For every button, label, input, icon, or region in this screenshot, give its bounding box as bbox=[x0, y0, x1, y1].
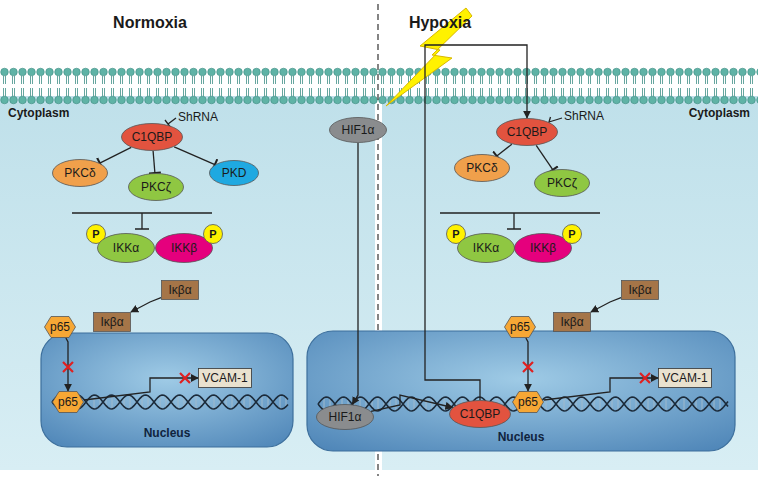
protein-ellipse: HIF1α bbox=[316, 404, 374, 430]
node-label: IKKβ bbox=[171, 241, 197, 255]
node-label: PKCδ bbox=[466, 161, 497, 175]
node-label: VCAM-1 bbox=[662, 371, 707, 385]
node-label: p65 bbox=[50, 320, 70, 334]
node-label: VCAM-1 bbox=[202, 371, 247, 385]
compartment-label: Cytoplasm bbox=[8, 106, 69, 120]
protein-ellipse: C1QBP bbox=[121, 123, 183, 151]
node-label: IKKα bbox=[473, 241, 499, 255]
hypoxia-bolt bbox=[386, 8, 472, 106]
shrna-label: ShRNA bbox=[178, 110, 218, 124]
node-label: P bbox=[209, 227, 216, 241]
protein-ellipse: C1QBP bbox=[496, 118, 558, 146]
p65-hexagon: p65 bbox=[512, 391, 544, 413]
inhibition-line bbox=[174, 147, 215, 165]
node-label: p65 bbox=[510, 320, 530, 334]
gene-box: VCAM-1 bbox=[658, 368, 712, 388]
compartment-label: Cytoplasm bbox=[689, 106, 750, 120]
protein-box: Iκβα bbox=[621, 280, 659, 300]
node-label: Iκβα bbox=[628, 283, 651, 297]
nucleus: Nucleus HIF1α C1QBP p65 VCAM-1 bbox=[306, 330, 736, 452]
phospho-circle: P bbox=[203, 224, 223, 244]
protein-ellipse: PKCδ bbox=[52, 159, 108, 187]
node-label: C1QBP bbox=[507, 125, 548, 139]
node-label: p65 bbox=[58, 395, 78, 409]
p65-hexagon: p65 bbox=[52, 391, 84, 413]
node-label: HIF1α bbox=[342, 123, 375, 137]
node-label: IKKβ bbox=[530, 241, 556, 255]
protein-ellipse: C1QBP bbox=[449, 400, 511, 428]
node-label: C1QBP bbox=[132, 130, 173, 144]
protein-ellipse: PKCζ bbox=[534, 169, 590, 197]
protein-ellipse: PKD bbox=[209, 160, 259, 186]
protein-box: Iκβα bbox=[93, 312, 131, 332]
protein-ellipse: HIF1α bbox=[329, 117, 387, 143]
inhibition-line bbox=[497, 144, 512, 156]
node-label: Iκβα bbox=[168, 283, 191, 297]
cytoplasm-ground bbox=[0, 96, 375, 470]
lipid-bilayer bbox=[0, 66, 758, 106]
protein-box: Iκβα bbox=[161, 280, 199, 300]
node-label: P bbox=[568, 227, 575, 241]
node-label: PKCζ bbox=[141, 180, 171, 194]
nucleus: Nucleus p65 VCAM-1 bbox=[40, 332, 294, 448]
node-label: p65 bbox=[518, 395, 538, 409]
node-label: PKCζ bbox=[547, 176, 577, 190]
node-label: C1QBP bbox=[460, 407, 501, 421]
protein-ellipse: IKKα bbox=[97, 233, 155, 263]
compartment-label: Nucleus bbox=[144, 426, 191, 440]
protein-ellipse: PKCδ bbox=[454, 154, 510, 182]
activation-arrow bbox=[131, 298, 161, 312]
node-label: PKD bbox=[222, 166, 247, 180]
node-label: PKCδ bbox=[64, 166, 95, 180]
protein-ellipse: PKCζ bbox=[128, 173, 184, 201]
node-label: HIF1α bbox=[329, 410, 362, 424]
activation-arrow bbox=[591, 298, 621, 312]
node-label: Iκβα bbox=[560, 315, 583, 329]
inhibition-line bbox=[100, 147, 131, 163]
protein-ellipse: IKKα bbox=[457, 233, 515, 263]
node-label: P bbox=[452, 227, 459, 241]
panel-title: Hypoxia bbox=[409, 14, 471, 32]
inhibition-line bbox=[536, 145, 553, 169]
protein-box: Iκβα bbox=[553, 312, 591, 332]
p65-hexagon: p65 bbox=[44, 316, 76, 338]
compartment-label: Nucleus bbox=[498, 430, 545, 444]
shrna-label: ShRNA bbox=[564, 109, 604, 123]
inhibition-line bbox=[153, 151, 155, 173]
p65-hexagon: p65 bbox=[504, 316, 536, 338]
node-label: IKKα bbox=[113, 241, 139, 255]
node-label: P bbox=[92, 227, 99, 241]
phospho-circle: P bbox=[562, 224, 582, 244]
panel-title: Normoxia bbox=[113, 14, 187, 32]
gene-box: VCAM-1 bbox=[198, 368, 252, 388]
node-label: Iκβα bbox=[100, 315, 123, 329]
